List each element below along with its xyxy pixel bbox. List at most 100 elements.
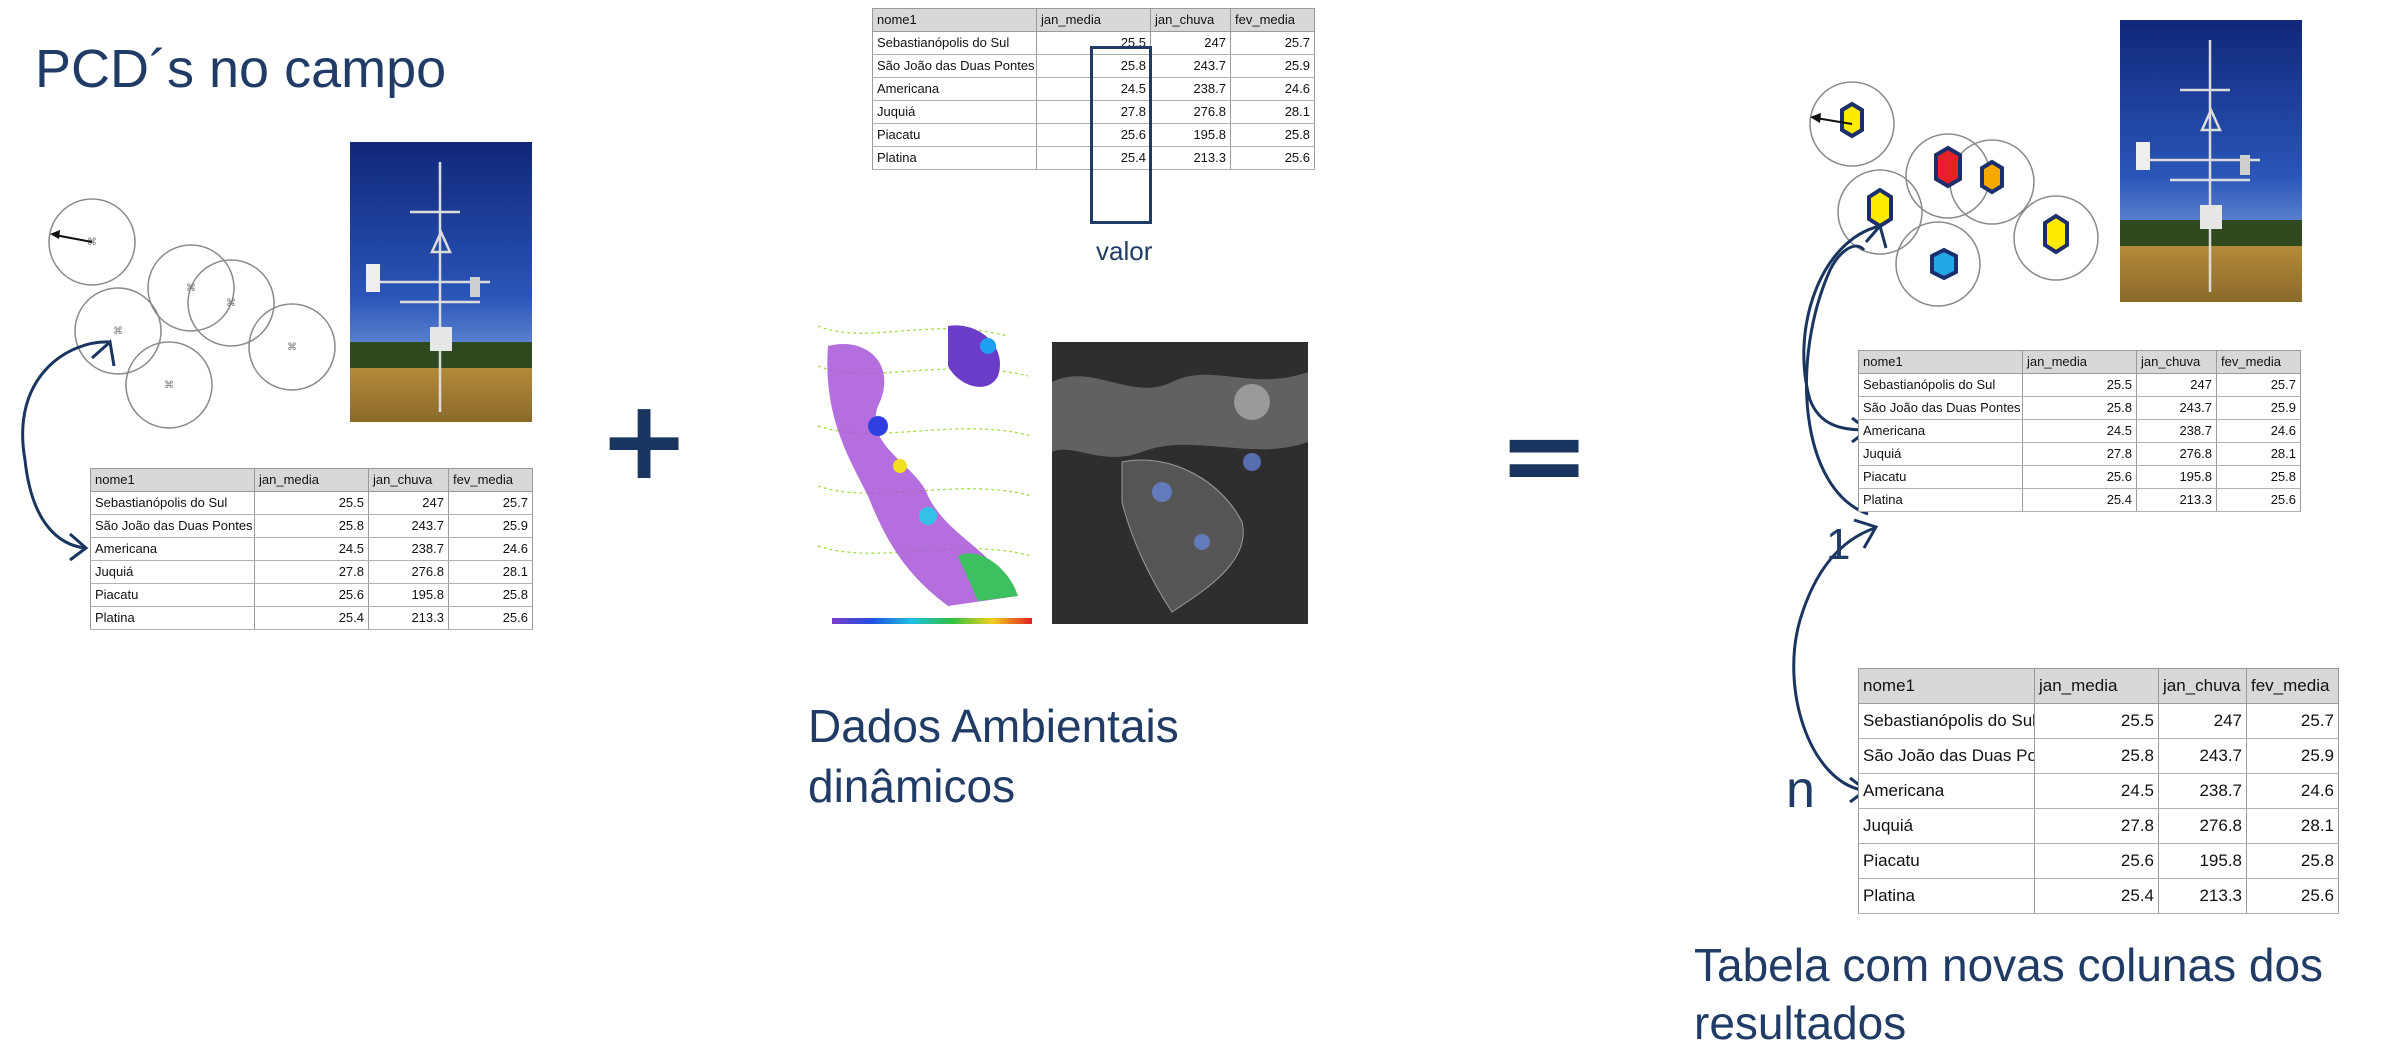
label-n: n: [1786, 761, 1815, 819]
column-header[interactable]: jan_media: [254, 468, 369, 492]
cell-nome: Piacatu: [1858, 465, 2023, 489]
hexagon-marker-icon: [1980, 159, 2004, 195]
cell-jan-media: 24.5: [2022, 419, 2137, 443]
cell-fev-media: 28.1: [448, 560, 533, 584]
cell-fev-media: 25.7: [2216, 373, 2301, 397]
satellite-image: [1052, 342, 1308, 624]
cell-fev-media: 25.6: [448, 606, 533, 630]
tabela-resultados-label: Tabela com novas colunas dos resultados: [1694, 936, 2384, 1052]
dados-line-1: Dados Ambientais: [808, 700, 1179, 752]
cell-nome: Americana: [90, 537, 255, 561]
cell-fev-media: 25.7: [1230, 31, 1315, 55]
buffer-circle: [1895, 221, 1981, 307]
column-header[interactable]: jan_chuva: [2158, 668, 2247, 704]
link-curve-arrow: [1802, 224, 1881, 432]
cell-jan-chuva: 247: [2158, 703, 2247, 739]
cell-jan-chuva: 247: [1150, 31, 1231, 55]
precipitation-map: [808, 306, 1042, 626]
cell-jan-chuva: 213.3: [368, 606, 449, 630]
cell-jan-media: 24.5: [1036, 77, 1151, 101]
column-header[interactable]: jan_media: [2034, 668, 2159, 704]
cell-jan-chuva: 238.7: [1150, 77, 1231, 101]
cell-nome: Sebastianópolis do Sul: [90, 491, 255, 515]
cell-nome: Juquiá: [872, 100, 1037, 124]
cell-jan-media: 25.6: [2022, 465, 2137, 489]
cell-jan-media: 25.5: [2022, 373, 2137, 397]
buffer-circle: [187, 259, 275, 347]
cell-nome: Sebastianópolis do Sul: [1858, 703, 2035, 739]
column-header[interactable]: nome1: [1858, 668, 2035, 704]
column-header[interactable]: nome1: [1858, 350, 2023, 374]
valor-highlight-box: [1090, 46, 1152, 224]
cell-jan-media: 25.8: [2022, 396, 2137, 420]
hexagon-buffer-diagram: [1802, 81, 2099, 516]
column-header[interactable]: jan_chuva: [1150, 8, 1231, 32]
iteration-curve-arrow: [1804, 244, 1869, 516]
hexagon-marker-icon: [1840, 101, 1864, 139]
station-marker-icon: ⌘: [87, 237, 97, 248]
cell-nome: Juquiá: [1858, 808, 2035, 844]
cell-jan-media: 25.4: [1036, 146, 1151, 170]
cell-nome: Piacatu: [90, 583, 255, 607]
table-header-row: nome1 jan_media jan_chuva fev_media: [1858, 350, 2301, 374]
cell-jan-media: 24.5: [2034, 773, 2159, 809]
column-header[interactable]: fev_media: [448, 468, 533, 492]
cell-fev-media: 25.9: [448, 514, 533, 538]
cell-fev-media: 24.6: [2246, 773, 2339, 809]
column-header[interactable]: jan_chuva: [368, 468, 449, 492]
cell-jan-chuva: 276.8: [1150, 100, 1231, 124]
column-header[interactable]: nome1: [90, 468, 255, 492]
buffer-circle: [125, 341, 213, 429]
table-header-row: nome1 jan_media jan_chuva fev_media: [90, 468, 533, 492]
column-header[interactable]: fev_media: [2246, 668, 2339, 704]
column-header[interactable]: jan_media: [2022, 350, 2137, 374]
station-photo-image: [350, 142, 532, 422]
cell-fev-media: 25.6: [2216, 488, 2301, 512]
cell-jan-media: 25.6: [254, 583, 369, 607]
station-photo-image: [2120, 20, 2302, 302]
column-header[interactable]: fev_media: [1230, 8, 1315, 32]
station-photo-right: [2120, 20, 2302, 302]
column-header[interactable]: fev_media: [2216, 350, 2301, 374]
satellite-image-render: [1052, 342, 1308, 624]
cell-jan-chuva: 243.7: [2158, 738, 2247, 774]
buffer-circle: [147, 244, 235, 332]
buffer-circle: [48, 198, 136, 286]
dados-ambientais-label: Dados Ambientais dinâmicos: [808, 696, 1179, 816]
station-marker-icon: ⌘: [186, 283, 196, 294]
column-header[interactable]: jan_media: [1036, 8, 1151, 32]
hexagon-marker-icon: [2043, 213, 2069, 255]
column-header[interactable]: nome1: [872, 8, 1037, 32]
cell-nome: Piacatu: [872, 123, 1037, 147]
cell-jan-media: 25.4: [2022, 488, 2137, 512]
cell-nome: Americana: [1858, 773, 2035, 809]
hexagon-marker-icon: [1867, 187, 1893, 229]
column-header[interactable]: jan_chuva: [2136, 350, 2217, 374]
buffer-circle: [1809, 81, 1895, 167]
cell-fev-media: 25.9: [2216, 396, 2301, 420]
